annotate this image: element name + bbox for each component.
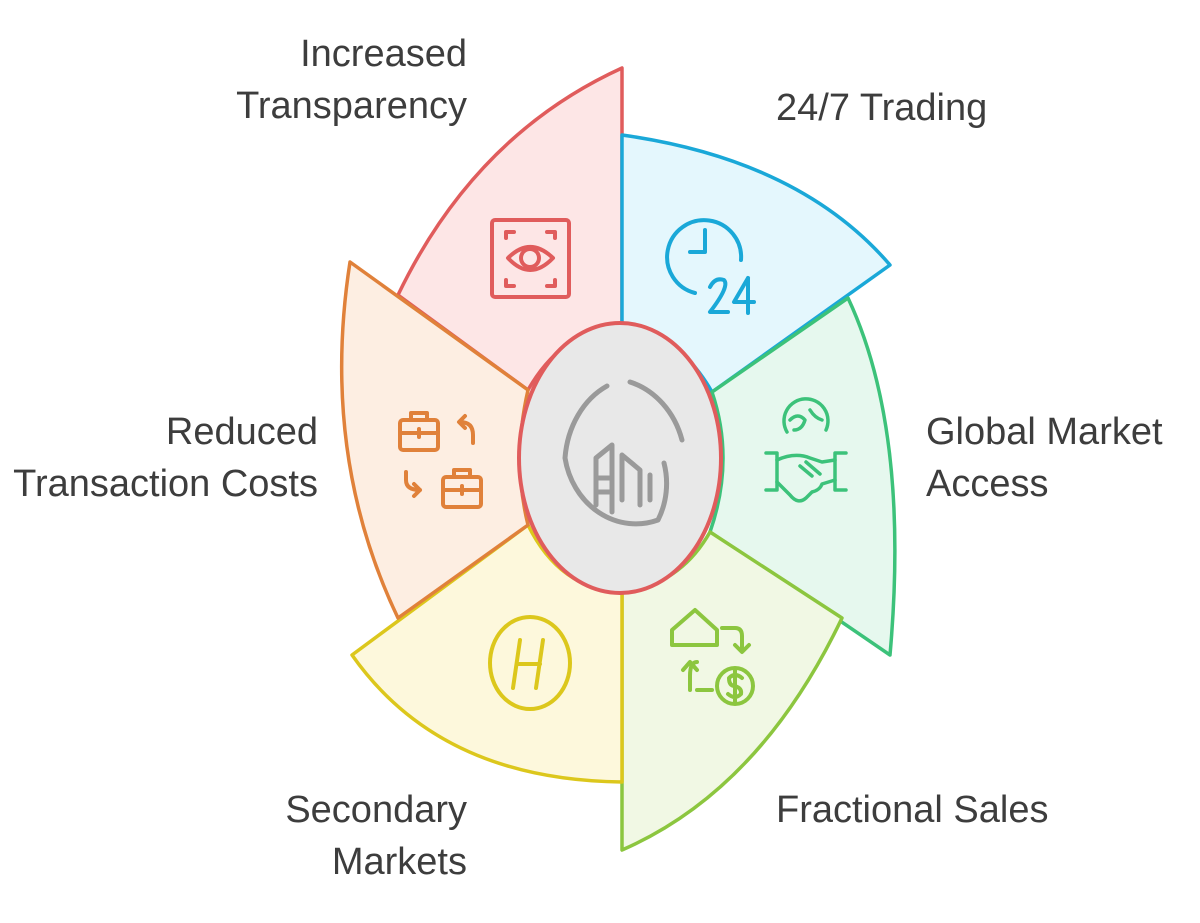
label-secondary: Secondary Markets <box>285 789 467 883</box>
segment-global <box>708 296 897 657</box>
label-global: Global Market Access <box>926 411 1163 505</box>
eye-icon <box>490 218 571 299</box>
h-coin-icon <box>488 615 572 711</box>
house-dollar-exchange-icon <box>670 608 755 706</box>
clock-24-icon <box>665 218 756 315</box>
label-costs: Reduced Transaction Costs <box>13 411 318 505</box>
label-fractional: Fractional Sales <box>776 789 1049 831</box>
briefcase-exchange-icon <box>398 411 483 509</box>
city-chart-icon <box>562 379 685 527</box>
globe-handshake-icon <box>764 397 848 503</box>
label-trading: 24/7 Trading <box>776 87 988 129</box>
label-transparency: Increased Transparency <box>236 33 467 127</box>
